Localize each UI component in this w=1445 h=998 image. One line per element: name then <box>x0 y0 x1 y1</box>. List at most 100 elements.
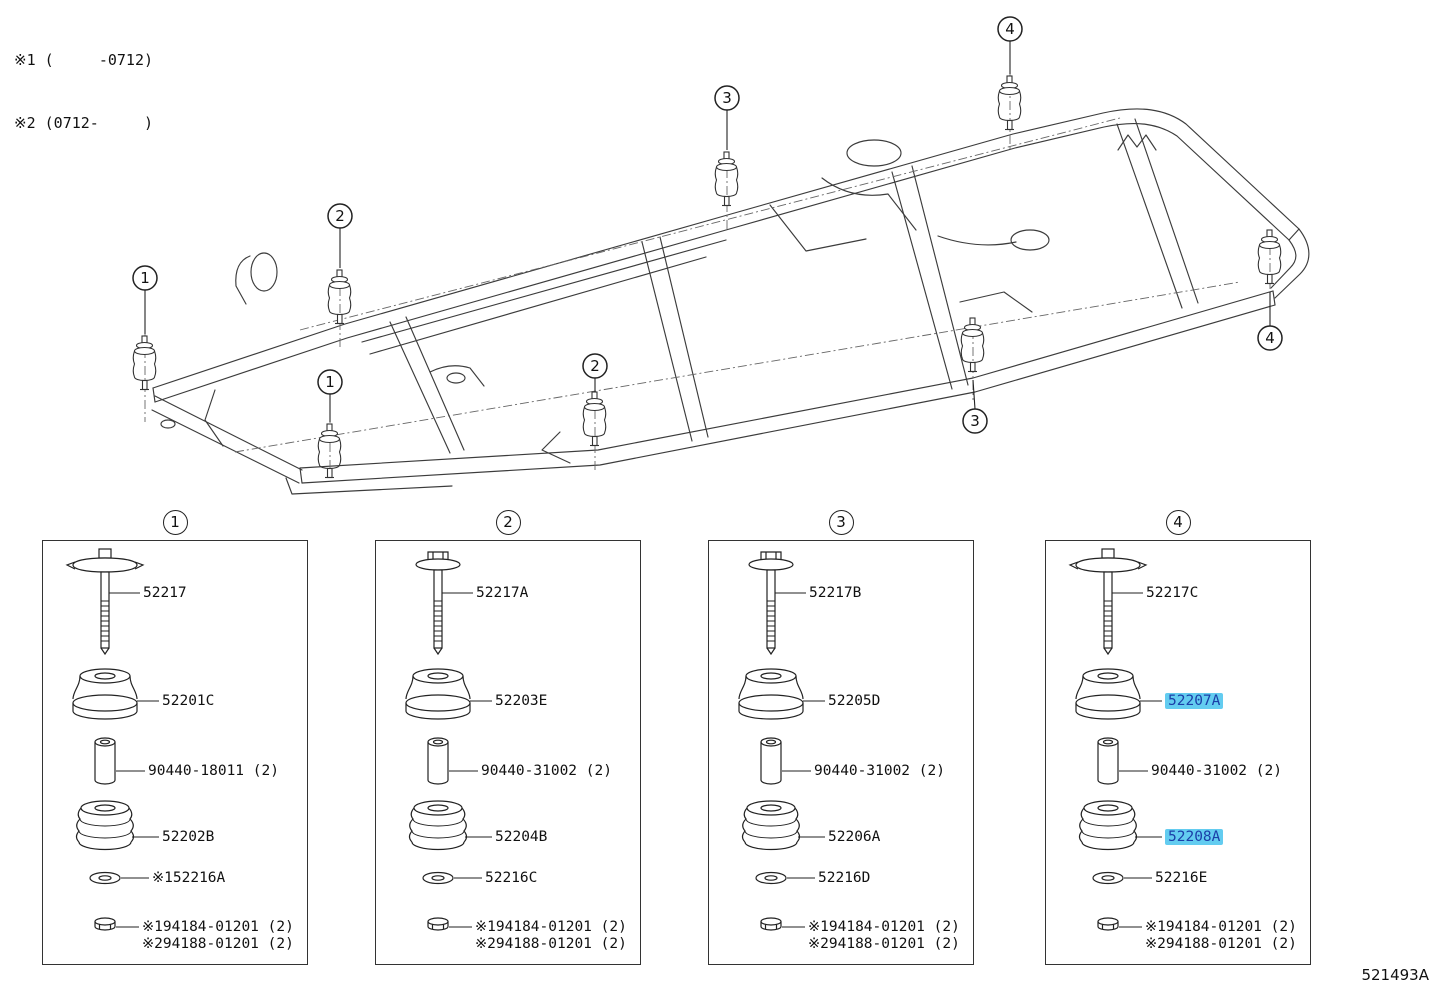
part-number-nut-2[interactable]: ※294188-01201 (2) <box>142 936 294 952</box>
production-note-1: ※1 ( -0712) <box>14 51 153 69</box>
callout-2-rear: 2 <box>582 353 608 392</box>
lower-cushion-drawing <box>1078 800 1138 851</box>
part-number-collar[interactable]: 90440-31002 (2) <box>814 763 945 779</box>
part-drawings <box>1069 548 1162 931</box>
part-number-bolt[interactable]: 52217A <box>476 585 529 601</box>
figure-code: 521493A <box>1361 966 1429 984</box>
part-drawings <box>738 551 825 931</box>
callout-1-front: 1 <box>132 265 158 334</box>
part-number-nut-1[interactable]: ※194184-01201 (2) <box>142 919 294 935</box>
bolt-drawing <box>66 548 144 655</box>
body-mount-icon <box>327 269 352 325</box>
part-drawings <box>66 548 159 931</box>
callout-number: 4 <box>1265 329 1275 347</box>
part-number-upper-cushion[interactable]: 52203E <box>495 693 548 709</box>
part-number-collar[interactable]: 90440-31002 (2) <box>481 763 612 779</box>
part-number-collar[interactable]: 90440-31002 (2) <box>1151 763 1282 779</box>
exploded-parts-drawing <box>1069 548 1162 931</box>
nut-drawing <box>760 917 782 931</box>
part-number-nut-1[interactable]: ※194184-01201 (2) <box>1145 919 1297 935</box>
production-notes: ※1 ( -0712) ※2 (0712- ) <box>14 8 153 176</box>
part-number-lower-cushion[interactable]: 52206A <box>828 829 881 845</box>
callout-number: 2 <box>590 357 600 375</box>
callout-1-rear: 1 <box>317 369 343 422</box>
frame-illustration: 1 2 3 4 1 <box>132 16 1310 495</box>
part-panel-4: 4 52217C 52207A <box>1045 510 1311 965</box>
part-number-collar[interactable]: 90440-18011 (2) <box>148 763 279 779</box>
washer-drawing <box>89 871 121 885</box>
panel-box: 52217B 52205D 90440-31002 (2) 52206A 522… <box>708 540 974 965</box>
callout-number: 3 <box>970 412 980 430</box>
callout-number: 4 <box>1005 20 1015 38</box>
callout-4-front: 4 <box>997 16 1023 74</box>
exploded-parts-drawing <box>738 551 825 931</box>
part-number-washer[interactable]: 52216E <box>1155 870 1208 886</box>
washer-drawing <box>1092 871 1124 885</box>
part-number-nut-1[interactable]: ※194184-01201 (2) <box>475 919 627 935</box>
panel-number-badge: 3 <box>828 510 854 535</box>
body-mount-icon <box>714 151 739 207</box>
production-note-2: ※2 (0712- ) <box>14 114 153 132</box>
exploded-parts-drawing <box>66 548 159 931</box>
lower-cushion-drawing <box>741 800 801 851</box>
collar-drawing <box>94 737 116 785</box>
panel-box: 52217C 52207A 90440-31002 (2) 52208A 522… <box>1045 540 1311 965</box>
callouts: 1 2 3 4 1 <box>132 16 1283 434</box>
body-mount-icon <box>1257 229 1282 285</box>
nut-drawing <box>1097 917 1119 931</box>
part-panel-3: 3 52217B 52205D <box>708 510 974 965</box>
collar-drawing <box>427 737 449 785</box>
collar-drawing <box>760 737 782 785</box>
panel-box: 52217A 52203E 90440-31002 (2) 52204B 522… <box>375 540 641 965</box>
panel-number-badge: 2 <box>495 510 521 535</box>
upper-cushion-drawing <box>405 668 471 720</box>
body-mount-icon <box>582 391 607 447</box>
part-number-bolt[interactable]: 52217C <box>1146 585 1199 601</box>
part-panel-1: 1 52217 52201C <box>42 510 308 965</box>
part-number-nut-2[interactable]: ※294188-01201 (2) <box>1145 936 1297 952</box>
callout-3-rear: 3 <box>962 379 988 434</box>
callout-number: 3 <box>722 89 732 107</box>
part-number-lower-cushion[interactable]: 52208A <box>1165 829 1224 845</box>
bolt-drawing <box>1069 548 1147 655</box>
part-number-upper-cushion[interactable]: 52207A <box>1165 693 1224 709</box>
collar-drawing <box>1097 737 1119 785</box>
body-mount-icon <box>317 423 342 479</box>
body-mount-icons <box>132 75 1282 479</box>
part-number-washer[interactable]: 52216C <box>485 870 538 886</box>
part-number-bolt[interactable]: 52217B <box>809 585 862 601</box>
part-number-nut-2[interactable]: ※294188-01201 (2) <box>475 936 627 952</box>
upper-cushion-drawing <box>1075 668 1141 720</box>
part-panel-2: 2 52217A 52203E <box>375 510 641 965</box>
nut-drawing <box>94 917 116 931</box>
part-number-nut-1[interactable]: ※194184-01201 (2) <box>808 919 960 935</box>
chassis-frame-drawing <box>151 108 1310 495</box>
part-number-lower-cushion[interactable]: 52204B <box>495 829 548 845</box>
washer-drawing <box>422 871 454 885</box>
exploded-parts-drawing <box>405 551 492 931</box>
part-number-nut-2[interactable]: ※294188-01201 (2) <box>808 936 960 952</box>
part-number-lower-cushion[interactable]: 52202B <box>162 829 215 845</box>
callout-number: 2 <box>335 207 345 225</box>
upper-cushion-drawing <box>72 668 138 720</box>
nut-drawing <box>427 917 449 931</box>
part-number-washer[interactable]: ※152216A <box>152 870 226 886</box>
callout-3-front: 3 <box>714 85 740 150</box>
lower-cushion-drawing <box>75 800 135 851</box>
part-drawings <box>405 551 492 931</box>
bolt-drawing <box>415 551 461 655</box>
lower-cushion-drawing <box>408 800 468 851</box>
callout-number: 1 <box>140 269 150 287</box>
bolt-drawing <box>748 551 794 655</box>
body-mount-icon <box>997 75 1022 131</box>
washer-drawing <box>755 871 787 885</box>
panel-box: 52217 52201C 90440-18011 (2) 52202B ※152… <box>42 540 308 965</box>
callout-2-front: 2 <box>327 203 353 268</box>
part-number-bolt[interactable]: 52217 <box>143 585 187 601</box>
part-number-upper-cushion[interactable]: 52205D <box>828 693 881 709</box>
part-number-upper-cushion[interactable]: 52201C <box>162 693 215 709</box>
callout-number: 1 <box>325 373 335 391</box>
part-number-washer[interactable]: 52216D <box>818 870 871 886</box>
callout-4-rear: 4 <box>1257 292 1283 351</box>
